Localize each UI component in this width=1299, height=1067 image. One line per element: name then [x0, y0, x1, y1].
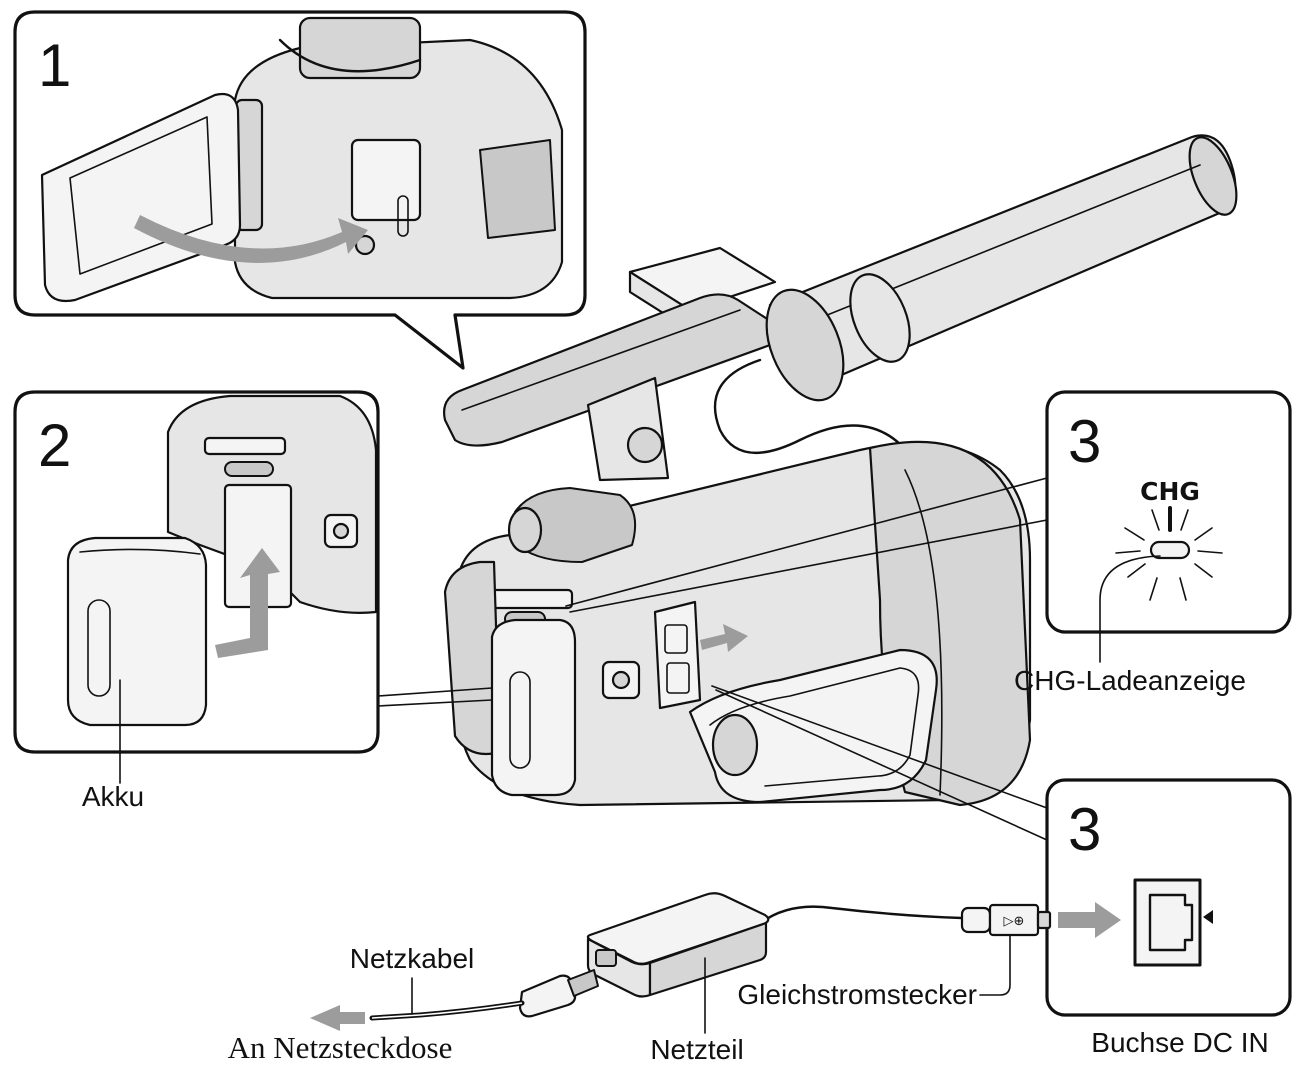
step-2-number: 2	[38, 412, 71, 479]
to-outlet-arrow	[310, 1005, 365, 1031]
strap-buckle	[711, 713, 759, 777]
battery-label: Akku	[82, 781, 144, 812]
dc-plug-symbol: ▷⊕	[1004, 914, 1025, 929]
step-1-open-arrow	[134, 215, 368, 263]
chg-ray	[1197, 550, 1223, 554]
battery-installed	[490, 618, 577, 797]
battery-pack	[66, 536, 208, 727]
callout-line-panel2-b	[377, 699, 493, 707]
step-3-charge-panel: 3 CHG	[1045, 390, 1292, 663]
step-1-battery-bay	[350, 138, 422, 222]
ac-adapter-set: ▷⊕	[310, 892, 1121, 1031]
viewfinder-eyecup	[507, 506, 543, 554]
callout-lines	[377, 477, 1048, 841]
chg-ray	[1115, 550, 1141, 554]
step-2-insert-arrow	[215, 548, 280, 658]
to-outlet-label: An Netzsteckdose	[228, 1030, 453, 1065]
handle-knob	[626, 426, 664, 464]
microphone-holder-ring	[849, 273, 911, 363]
button-strip	[490, 588, 574, 610]
power-cord	[369, 1000, 525, 1021]
step-1-panel: 1	[13, 10, 587, 370]
dc-jack-cover	[653, 600, 702, 710]
chg-ray	[1127, 563, 1146, 578]
step-1-slot	[397, 195, 409, 237]
chg-ray	[1194, 563, 1213, 578]
battery-slot	[87, 599, 111, 697]
step-3-dc-panel: 3	[1045, 778, 1292, 1017]
lens-band	[904, 469, 943, 796]
dc-plug-tip	[1036, 910, 1052, 930]
dc-plug-strain-relief	[960, 906, 992, 934]
dc-in-jack-socket	[1148, 893, 1194, 952]
power-cord-label: Netzkabel	[350, 943, 475, 974]
chg-led	[1149, 540, 1191, 560]
step-2-panel: 2	[13, 390, 380, 754]
dc-jack-cover-detail-2	[666, 662, 690, 694]
callout-line-panel3b-b	[715, 689, 1048, 841]
camcorder-main	[443, 134, 1238, 807]
chg-ray	[1124, 527, 1145, 541]
callout-line-panel3a-a	[565, 477, 1048, 607]
step-1-lcd-screen	[69, 116, 213, 275]
dc-in-jack-caption: Buchse DC IN	[1091, 1027, 1268, 1058]
microphone-end-cap	[1188, 136, 1238, 216]
callout-line-panel2-a	[377, 687, 493, 697]
viewfinder	[514, 487, 636, 563]
chg-indicator-caption: CHG-Ladeanzeige	[1014, 665, 1246, 696]
dc-in-jack	[1133, 878, 1202, 967]
step-1-handle-base	[298, 16, 422, 80]
ac-adapter-label: Netzteil	[650, 1034, 743, 1065]
dc-cable	[760, 905, 964, 924]
step-2-mode-switch	[224, 461, 274, 477]
chg-ray	[1194, 527, 1213, 541]
chg-indicator-text: CHG	[1140, 477, 1200, 506]
dc-plug-insert-arrow	[1058, 902, 1121, 938]
chg-ray	[1179, 577, 1187, 601]
step-3-charge-number: 3	[1068, 408, 1101, 475]
power-cord-connector	[518, 974, 577, 1018]
ac-adapter-side	[648, 921, 768, 997]
chg-led-leader	[1099, 555, 1161, 663]
chg-ray	[1149, 577, 1158, 601]
dc-in-mark-icon	[1203, 910, 1213, 924]
step-1-cable	[278, 38, 422, 73]
handle-edge	[461, 309, 741, 411]
dc-plug-leader	[979, 935, 1011, 996]
step-1-panel-detail	[479, 139, 556, 239]
step-1-button	[354, 234, 376, 256]
callout-line-panel3a-b	[569, 519, 1048, 613]
dc-plug-label: Gleichstromstecker	[737, 979, 977, 1010]
step-2-button-strip	[203, 436, 287, 456]
callout-line-panel3b-a	[711, 685, 1048, 809]
step-1-number: 1	[38, 32, 71, 99]
battery-installed-slot	[509, 671, 531, 769]
chg-ray	[1180, 509, 1189, 531]
ac-adapter-inlet	[595, 949, 617, 967]
power-cord-connector-head	[567, 969, 599, 997]
step-3-dc-number: 3	[1068, 796, 1101, 863]
grip-strap-stitch	[709, 667, 920, 787]
side-button	[611, 670, 631, 690]
step-2-side-button	[332, 522, 350, 540]
dc-jack-cover-detail	[664, 624, 688, 654]
battery-top-edge	[79, 548, 201, 555]
open-cover-arrow	[700, 624, 748, 652]
microphone-holder	[765, 288, 845, 402]
chg-ray	[1151, 509, 1160, 531]
power-cord-inner	[371, 1002, 523, 1019]
